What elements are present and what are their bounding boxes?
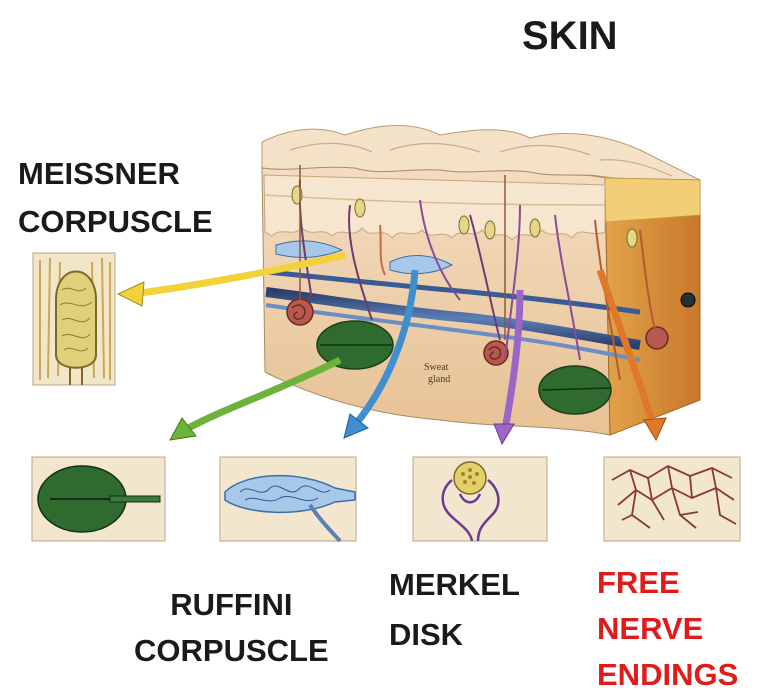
arrow-merkel-head bbox=[494, 424, 514, 444]
arrow-ruffini-green bbox=[185, 360, 340, 430]
arrow-meissner-head bbox=[118, 282, 144, 306]
detail-meissner bbox=[33, 253, 115, 385]
detail-free-nerve-endings bbox=[604, 457, 740, 541]
sweat-gland-label-line1: Sweat bbox=[424, 362, 449, 373]
detail-merkel bbox=[413, 457, 547, 541]
epidermis-band bbox=[264, 175, 605, 240]
arrow-free-nerve-head bbox=[644, 418, 666, 440]
skin-block: Sweat gland bbox=[262, 126, 700, 435]
detail-ruffini bbox=[220, 457, 356, 541]
side-epidermis-band bbox=[605, 178, 700, 222]
detail-green-corpuscle bbox=[32, 457, 165, 541]
sweat-gland-label-line2: gland bbox=[428, 374, 450, 385]
